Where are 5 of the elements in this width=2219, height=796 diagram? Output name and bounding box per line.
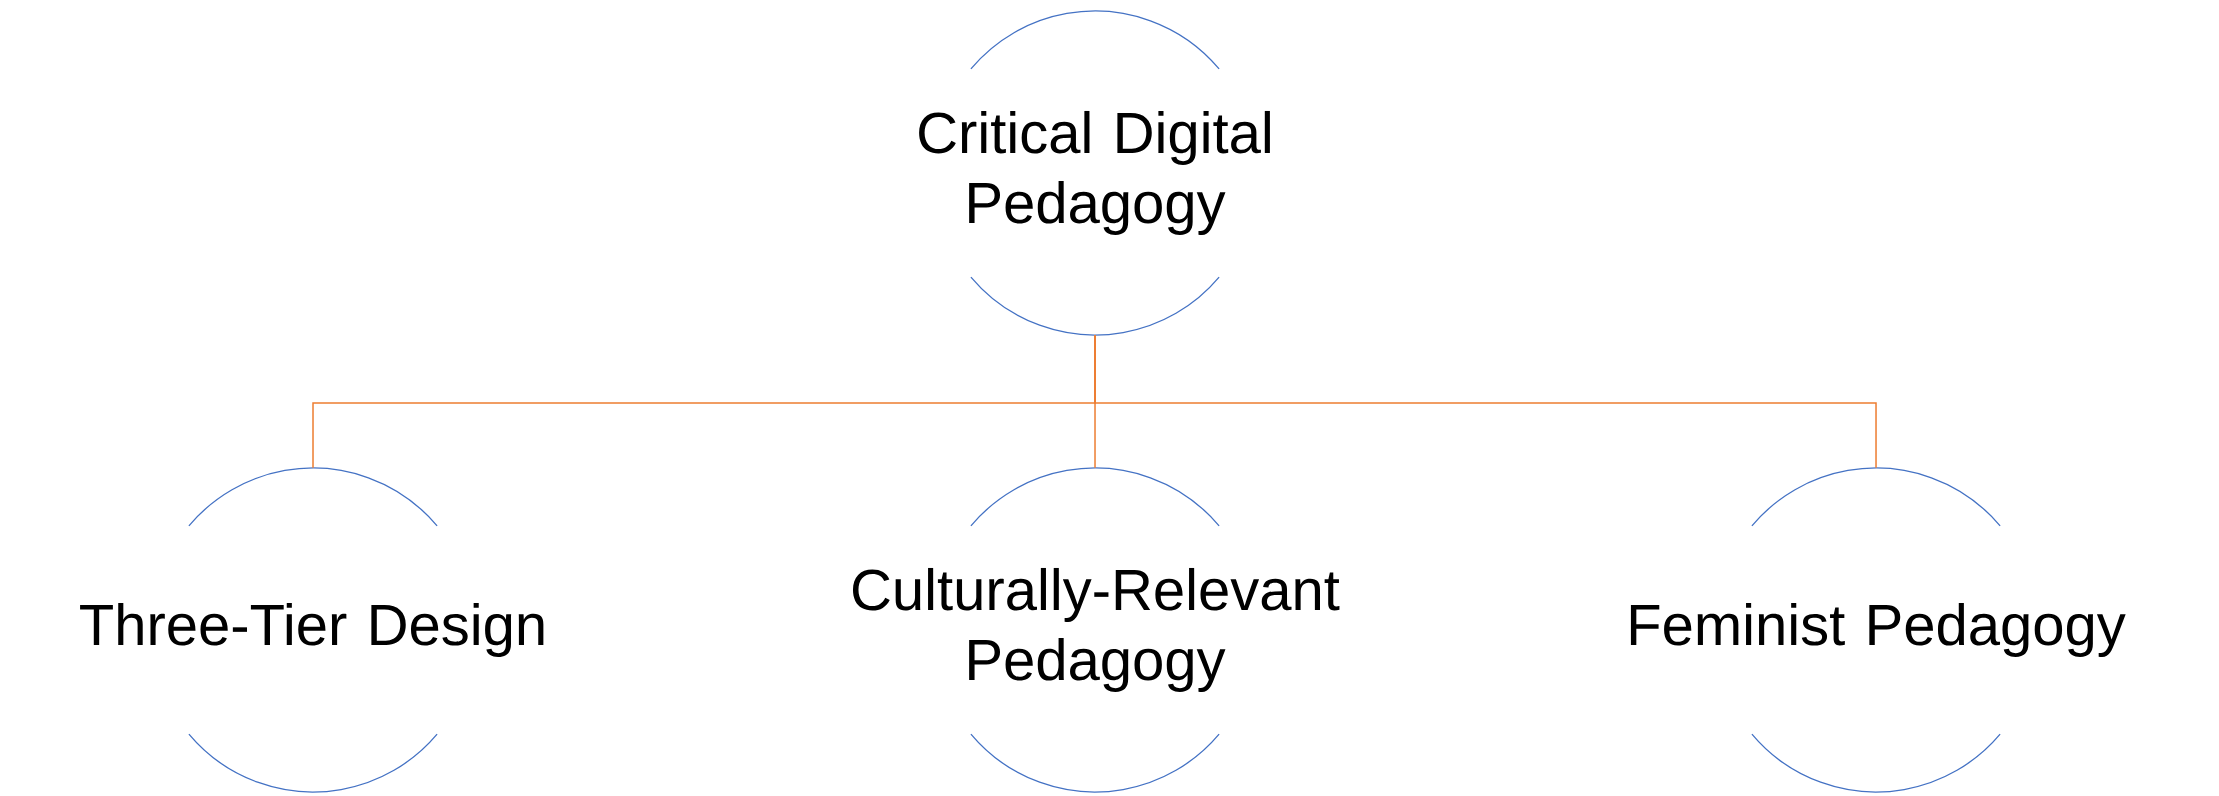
arc-circle-node: Three-Tier Design (80, 467, 544, 793)
arc-circle-node: Feminist Pedagogy (1630, 467, 2126, 793)
arc-circle-node: Critical Digital Pedagogy (919, 10, 1270, 336)
connector-line (1094, 334, 1877, 469)
arc-circle-node: Culturally-Relevant Pedagogy (852, 467, 1340, 793)
